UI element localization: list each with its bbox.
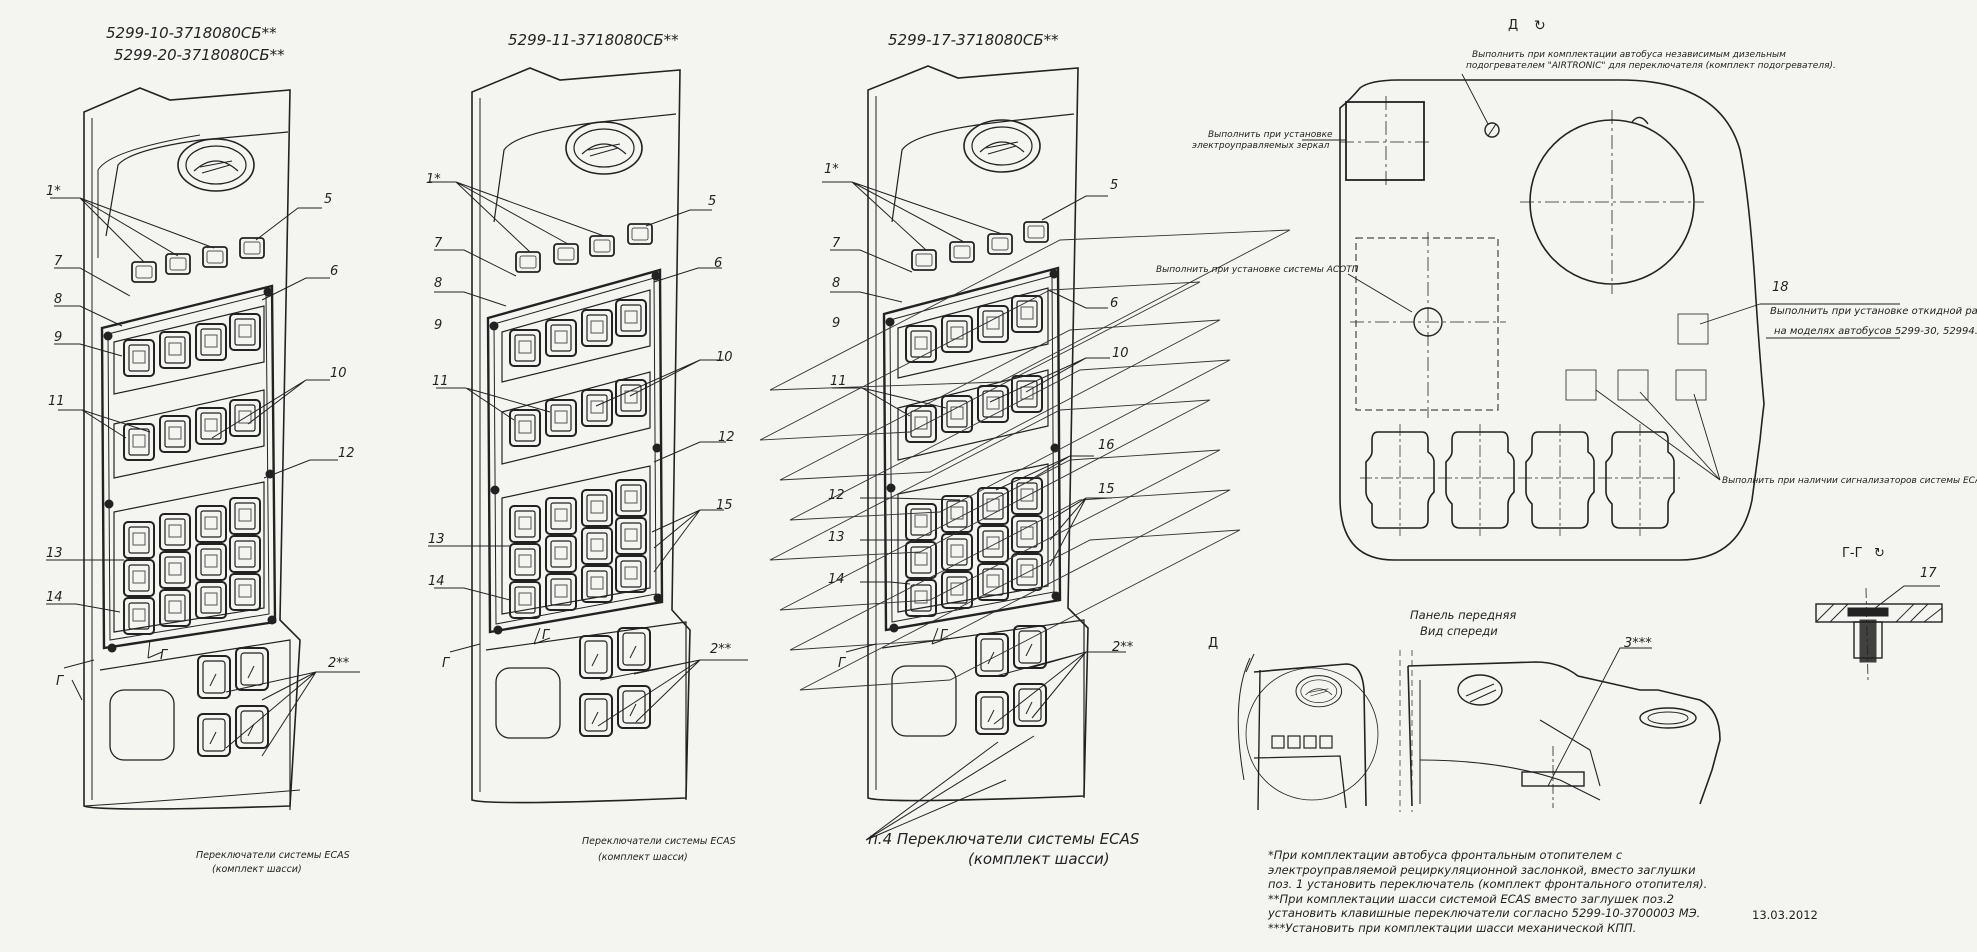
callout-2: 2** — [710, 642, 732, 657]
panel-1-title-2: 5299-20-3718080СБ** — [114, 46, 285, 64]
note-line: электроуправляемой рециркуляционной засл… — [1268, 862, 1696, 877]
callout-8: 8 — [832, 276, 841, 291]
callout-2: 2** — [1112, 640, 1134, 655]
callout-9: 9 — [54, 330, 63, 345]
front-panel — [1237, 647, 1721, 812]
view-d-title: Д — [1508, 18, 1519, 33]
note-ramp-line1: Выполнить при установке откидной рампы — [1770, 306, 1977, 317]
callout-9: 9 — [832, 316, 841, 331]
callout-5: 5 — [708, 194, 717, 209]
general-notes: *При комплектации автобуса фронтальным о… — [1268, 848, 1707, 935]
section-g-g — [1815, 585, 1943, 681]
note-line: ***Установить при комплектации шасси мех… — [1268, 920, 1637, 935]
callout-8: 8 — [434, 276, 443, 291]
note-ecas: Выполнить при наличии сигнализаторов сис… — [1722, 476, 1977, 486]
view-d — [1302, 73, 1900, 561]
note-airtronic-line2: подогревателем "AIRTRONIC" для переключа… — [1466, 61, 1836, 71]
note-ramp-line2: на моделях автобусов 5299-30, 52994. — [1774, 326, 1977, 337]
section-mark-g-right: Г — [160, 648, 168, 663]
note-line: **При комплектации шасси системой ECAS в… — [1268, 891, 1674, 906]
callout-11: 11 — [830, 374, 847, 389]
callout-7: 7 — [832, 236, 841, 251]
callout-12: 12 — [828, 488, 845, 503]
callout-12: 12 — [718, 430, 735, 445]
callout-14: 14 — [428, 574, 445, 589]
callout-11: 11 — [432, 374, 449, 389]
section-mark-g-left: Г — [56, 674, 64, 689]
note-acotp: Выполнить при установке системы АСОТП — [1156, 265, 1359, 275]
front-panel-title-line2: Вид спереди — [1420, 624, 1498, 638]
note-line: *При комплектации автобуса фронтальным о… — [1268, 848, 1623, 862]
panel-1 — [46, 87, 360, 810]
section-mark-g-right: Г — [542, 628, 550, 643]
callout-17: 17 — [1920, 566, 1937, 581]
panel-3 — [759, 65, 1291, 841]
front-panel-view-mark: Д — [1208, 636, 1219, 651]
drawing-date: 13.03.2012 — [1752, 908, 1818, 922]
callout-14: 14 — [828, 572, 845, 587]
callout-13: 13 — [828, 530, 845, 545]
callout-14: 14 — [46, 590, 63, 605]
callout-7: 7 — [54, 254, 63, 269]
ecas-caption-2-line1: Переключатели системы ECAS — [582, 836, 736, 847]
callout-13: 13 — [46, 546, 63, 561]
callout-6: 6 — [330, 264, 339, 279]
section-gg-rotation-icon: ↻ — [1874, 546, 1885, 561]
ecas-caption-2-line2: (комплект шасси) — [598, 852, 688, 863]
section-gg-title: Г-Г — [1842, 546, 1863, 561]
note-line: поз. 1 установить переключатель (комплек… — [1268, 877, 1708, 891]
callout-5: 5 — [1110, 178, 1119, 193]
callout-18: 18 — [1772, 280, 1789, 295]
callout-15: 15 — [716, 498, 733, 513]
callout-11: 11 — [48, 394, 65, 409]
callout-1: 1* — [824, 162, 839, 177]
note-mirrors-line1: Выполнить при установке — [1208, 130, 1333, 140]
callout-7: 7 — [434, 236, 443, 251]
section-mark-g-right: Г — [940, 628, 948, 643]
callout-15: 15 — [1098, 482, 1115, 497]
panel-2 — [428, 67, 748, 804]
ecas-caption-3-line1: п.4 Переключатели системы ECAS — [868, 830, 1140, 848]
callout-10: 10 — [1112, 346, 1129, 361]
section-mark-g-left: Г — [838, 656, 846, 671]
callout-1: 1* — [426, 172, 441, 187]
callout-12: 12 — [338, 446, 355, 461]
ecas-caption-3-line2: (комплект шасси) — [968, 850, 1110, 868]
section-mark-g-left: Г — [442, 656, 450, 671]
callout-6: 6 — [1110, 296, 1119, 311]
callout-16: 16 — [1098, 438, 1115, 453]
callout-13: 13 — [428, 532, 445, 547]
callout-5: 5 — [324, 192, 333, 207]
callout-10: 10 — [330, 366, 347, 381]
panel-3-title: 5299-17-3718080СБ** — [888, 31, 1059, 49]
front-panel-title-line1: Панель передняя — [1410, 608, 1517, 622]
ecas-caption-1-line1: Переключатели системы ECAS — [196, 850, 350, 861]
callout-1: 1* — [46, 184, 61, 199]
callout-10: 10 — [716, 350, 733, 365]
note-mirrors-line2: электроуправляемых зеркал — [1192, 141, 1330, 151]
callout-8: 8 — [54, 292, 63, 307]
panel-1-title-1: 5299-10-3718080СБ** — [106, 24, 277, 42]
ecas-caption-1-line2: (комплект шасси) — [212, 864, 302, 875]
callout-9: 9 — [434, 318, 443, 333]
view-d-rotation-icon: ↻ — [1534, 18, 1546, 34]
note-line: установить клавишные переключатели согла… — [1268, 906, 1701, 920]
panel-2-title: 5299-11-3718080СБ** — [508, 31, 679, 49]
callout-3: 3*** — [1624, 636, 1652, 651]
callout-6: 6 — [714, 256, 723, 271]
callout-2: 2** — [328, 656, 350, 671]
note-airtronic-line1: Выполнить при комплектации автобуса неза… — [1472, 50, 1786, 60]
